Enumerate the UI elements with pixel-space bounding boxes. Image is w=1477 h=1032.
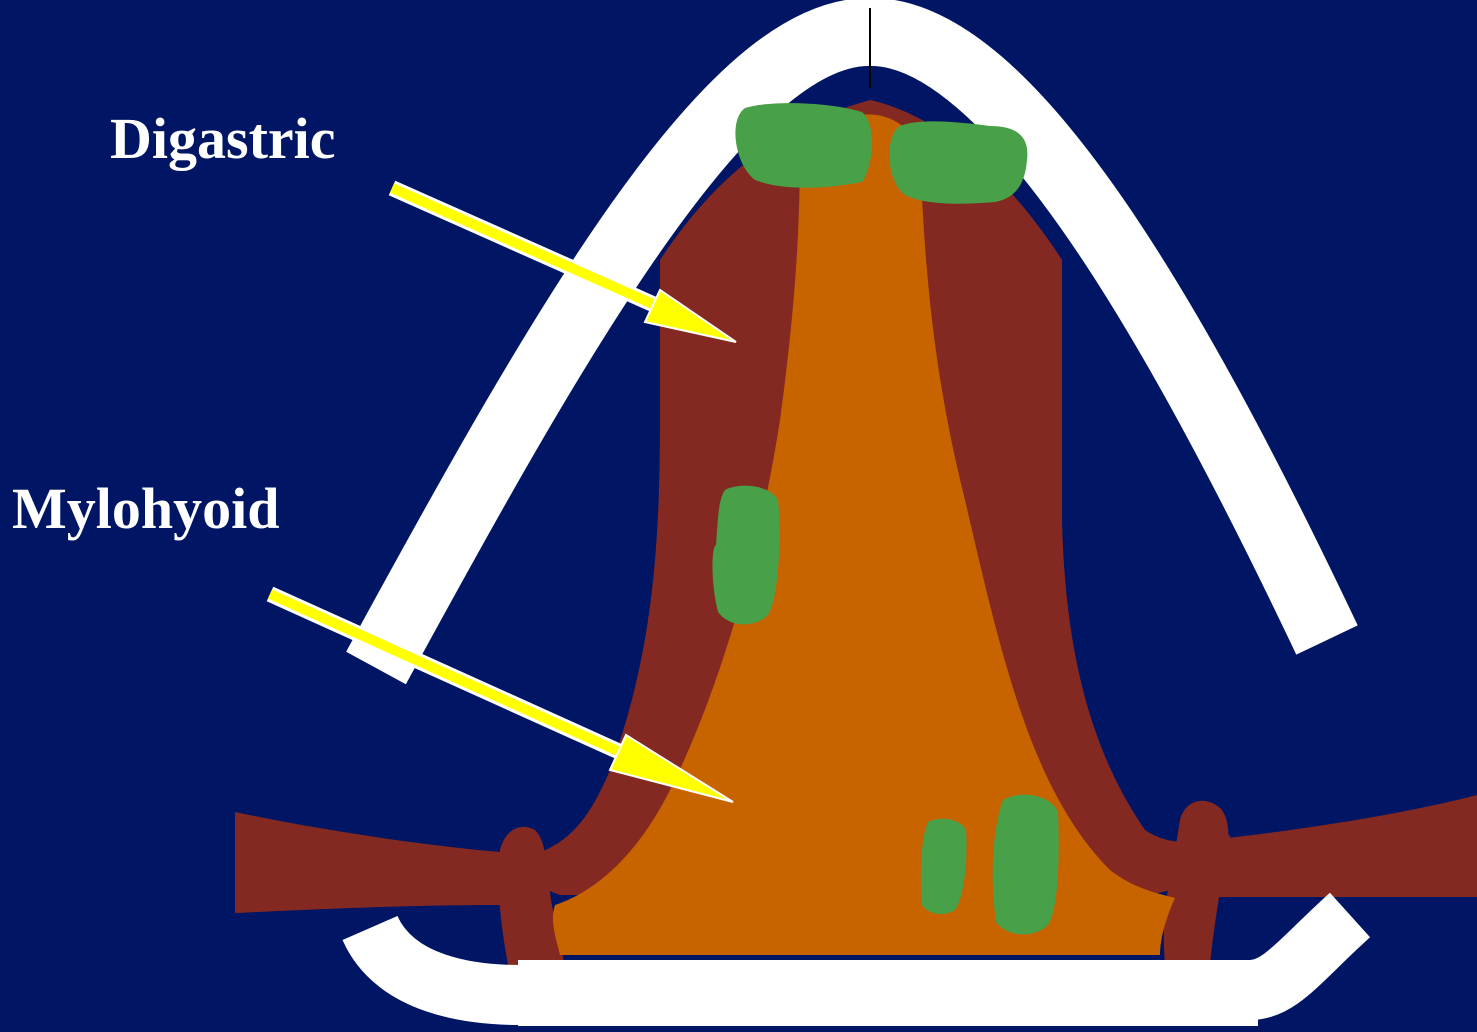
green-patch-top-left	[735, 103, 871, 188]
digastric-label: Digastric	[110, 110, 336, 168]
lateral-muscle-band	[235, 812, 540, 913]
mylohyoid-label: Mylohyoid	[12, 480, 280, 538]
lateral-muscle-band-right	[1210, 795, 1477, 897]
green-patch-middle	[713, 486, 780, 625]
hyoid-bone-left-horn	[370, 928, 520, 995]
green-patch-bottom-small	[921, 819, 967, 914]
green-patch-top-right	[889, 121, 1027, 203]
hyoid-bone-right-horn	[1250, 915, 1350, 990]
green-patch-bottom-large	[993, 795, 1059, 935]
hyoid-bone-body	[518, 960, 1258, 1026]
muscle-knob-right	[1164, 801, 1229, 965]
